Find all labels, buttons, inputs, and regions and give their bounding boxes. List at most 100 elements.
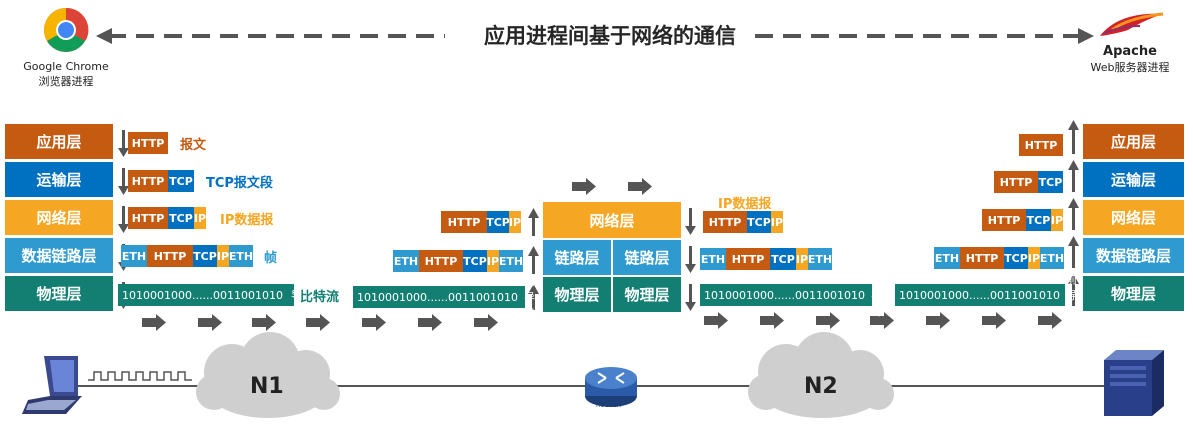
seg-ip: IP (194, 207, 206, 229)
cloud-n1-icon (196, 332, 340, 418)
seg-http: HTTP (128, 132, 168, 154)
server-network-layer: 网络层 (1083, 200, 1184, 235)
seg-tcp: TCP (747, 211, 771, 233)
server-bitstream: 1010001000......0011001010 前导码 (895, 273, 1077, 318)
router-up-arrows (528, 208, 539, 310)
seg-http: HTTP (982, 209, 1026, 231)
server-tcp-segment: HTTP TCP (994, 171, 1063, 193)
router-down-arrows (685, 208, 696, 311)
client-sub: 浏览器进程 (38, 75, 94, 88)
server-transport-layer: 运输层 (1083, 162, 1184, 197)
client-ip-datagram: HTTP TCP IP (128, 207, 206, 229)
seg-ip: IP (509, 211, 521, 233)
page-title: 应用进程间基于网络的通信 (484, 24, 736, 48)
router-link-layer-left: 链路层 (543, 240, 611, 275)
router-in-frame: ETH HTTP TCP IP ETH (393, 250, 523, 272)
seg-ip: IP (1028, 247, 1040, 269)
seg-eth: ETH (934, 247, 960, 269)
client-label: Google Chrome 浏览器进程 (16, 60, 116, 89)
seg-http: HTTP (703, 211, 747, 233)
client-bitstream: 1010001000......0011001010 前导码 (118, 273, 302, 318)
seg-http: HTTP (419, 250, 463, 272)
client-app-layer: 应用层 (5, 124, 113, 159)
seg-eth: ETH (1040, 247, 1064, 269)
seg-http: HTTP (726, 248, 770, 270)
router-out-bitstream: 1010001000......0011001010 前导码 (700, 273, 882, 318)
server-icon (1104, 350, 1164, 416)
seg-ip: IP (771, 211, 783, 233)
seg-http: HTTP (994, 171, 1038, 193)
server-up-arrows (1068, 120, 1079, 306)
seg-http: HTTP (1019, 134, 1063, 156)
seg-eth: ETH (700, 248, 726, 270)
seg-tcp: TCP (1004, 247, 1028, 269)
seg-tcp: TCP (463, 250, 487, 272)
bits-value: 1010001000......0011001010 (899, 288, 1060, 302)
flow-arrows (142, 178, 1062, 331)
preamble: 前导码 (1065, 273, 1077, 318)
seg-tcp: TCP (1026, 209, 1051, 231)
router-physical-layer-right: 物理层 (613, 277, 681, 312)
seg-http: HTTP (128, 170, 168, 192)
label-bitstream: 比特流 (300, 290, 340, 305)
server-label: Apache Web服务器进程 (1080, 44, 1180, 75)
label-ip-datagram-router: IP数据报 (718, 197, 772, 212)
bit-signal-waveform (88, 371, 192, 381)
seg-tcp: TCP (193, 245, 217, 267)
seg-http: HTTP (128, 207, 168, 229)
server-http-message: HTTP (1019, 134, 1063, 156)
seg-http: HTTP (960, 247, 1004, 269)
preamble: 前导码 (523, 275, 535, 320)
server-link-layer: 数据链路层 (1083, 238, 1184, 273)
client-name: Google Chrome (23, 60, 109, 73)
seg-tcp: TCP (486, 211, 510, 233)
client-tcp-segment: HTTP TCP (128, 170, 194, 192)
preamble: 前导码 (290, 273, 302, 318)
client-transport-layer: 运输层 (5, 162, 113, 197)
seg-eth: ETH (808, 248, 832, 270)
seg-eth: ETH (121, 245, 147, 267)
server-app-layer: 应用层 (1083, 124, 1184, 159)
client-http-message: HTTP (128, 132, 168, 154)
router-in-bitstream: 1010001000......0011001010 前导码 (353, 275, 535, 320)
cloud-n1-label: N1 (250, 374, 284, 399)
seg-tcp: TCP (168, 170, 194, 192)
process-communication-arrow (96, 28, 1094, 44)
label-ip-datagram: IP数据报 (220, 213, 274, 228)
server-ip-datagram: HTTP TCP IP (982, 209, 1063, 231)
chrome-icon (44, 7, 89, 52)
router-physical-layer-left: 物理层 (543, 277, 611, 312)
seg-tcp: TCP (168, 207, 194, 229)
seg-ip: IP (217, 245, 229, 267)
bits-value: 1010001000......0011001010 (357, 290, 518, 304)
label-frame: 帧 (264, 251, 278, 266)
client-frame: ETH HTTP TCP IP ETH (121, 245, 253, 267)
server-frame: ETH HTTP TCP IP ETH (934, 247, 1064, 269)
router-link-layer-right: 链路层 (613, 240, 681, 275)
seg-eth: ETH (229, 245, 253, 267)
router-out-ip-datagram: HTTP TCP IP (703, 211, 783, 233)
server-physical-layer: 物理层 (1083, 276, 1184, 311)
seg-http: HTTP (147, 245, 193, 267)
preamble: 前导码 (870, 273, 882, 318)
apache-feather-icon (1100, 12, 1164, 36)
server-name: Apache (1103, 44, 1157, 59)
server-sub: Web服务器进程 (1090, 61, 1170, 74)
client-link-layer: 数据链路层 (5, 238, 113, 273)
seg-tcp: TCP (1038, 171, 1063, 193)
router-in-ip-datagram: HTTP TCP IP (441, 211, 521, 233)
router-icon (585, 367, 637, 407)
laptop-icon (22, 356, 82, 414)
router-text: ROUTER (596, 402, 621, 409)
seg-eth: ETH (393, 250, 419, 272)
seg-eth: ETH (499, 250, 523, 272)
seg-ip: IP (487, 250, 499, 272)
cloud-n2-icon (748, 332, 894, 418)
client-network-layer: 网络层 (5, 200, 113, 235)
label-message: 报文 (180, 138, 207, 153)
router-out-frame: ETH HTTP TCP IP ETH (700, 248, 832, 270)
seg-ip: IP (1051, 209, 1063, 231)
seg-tcp: TCP (770, 248, 796, 270)
router-network-layer: 网络层 (543, 202, 681, 238)
